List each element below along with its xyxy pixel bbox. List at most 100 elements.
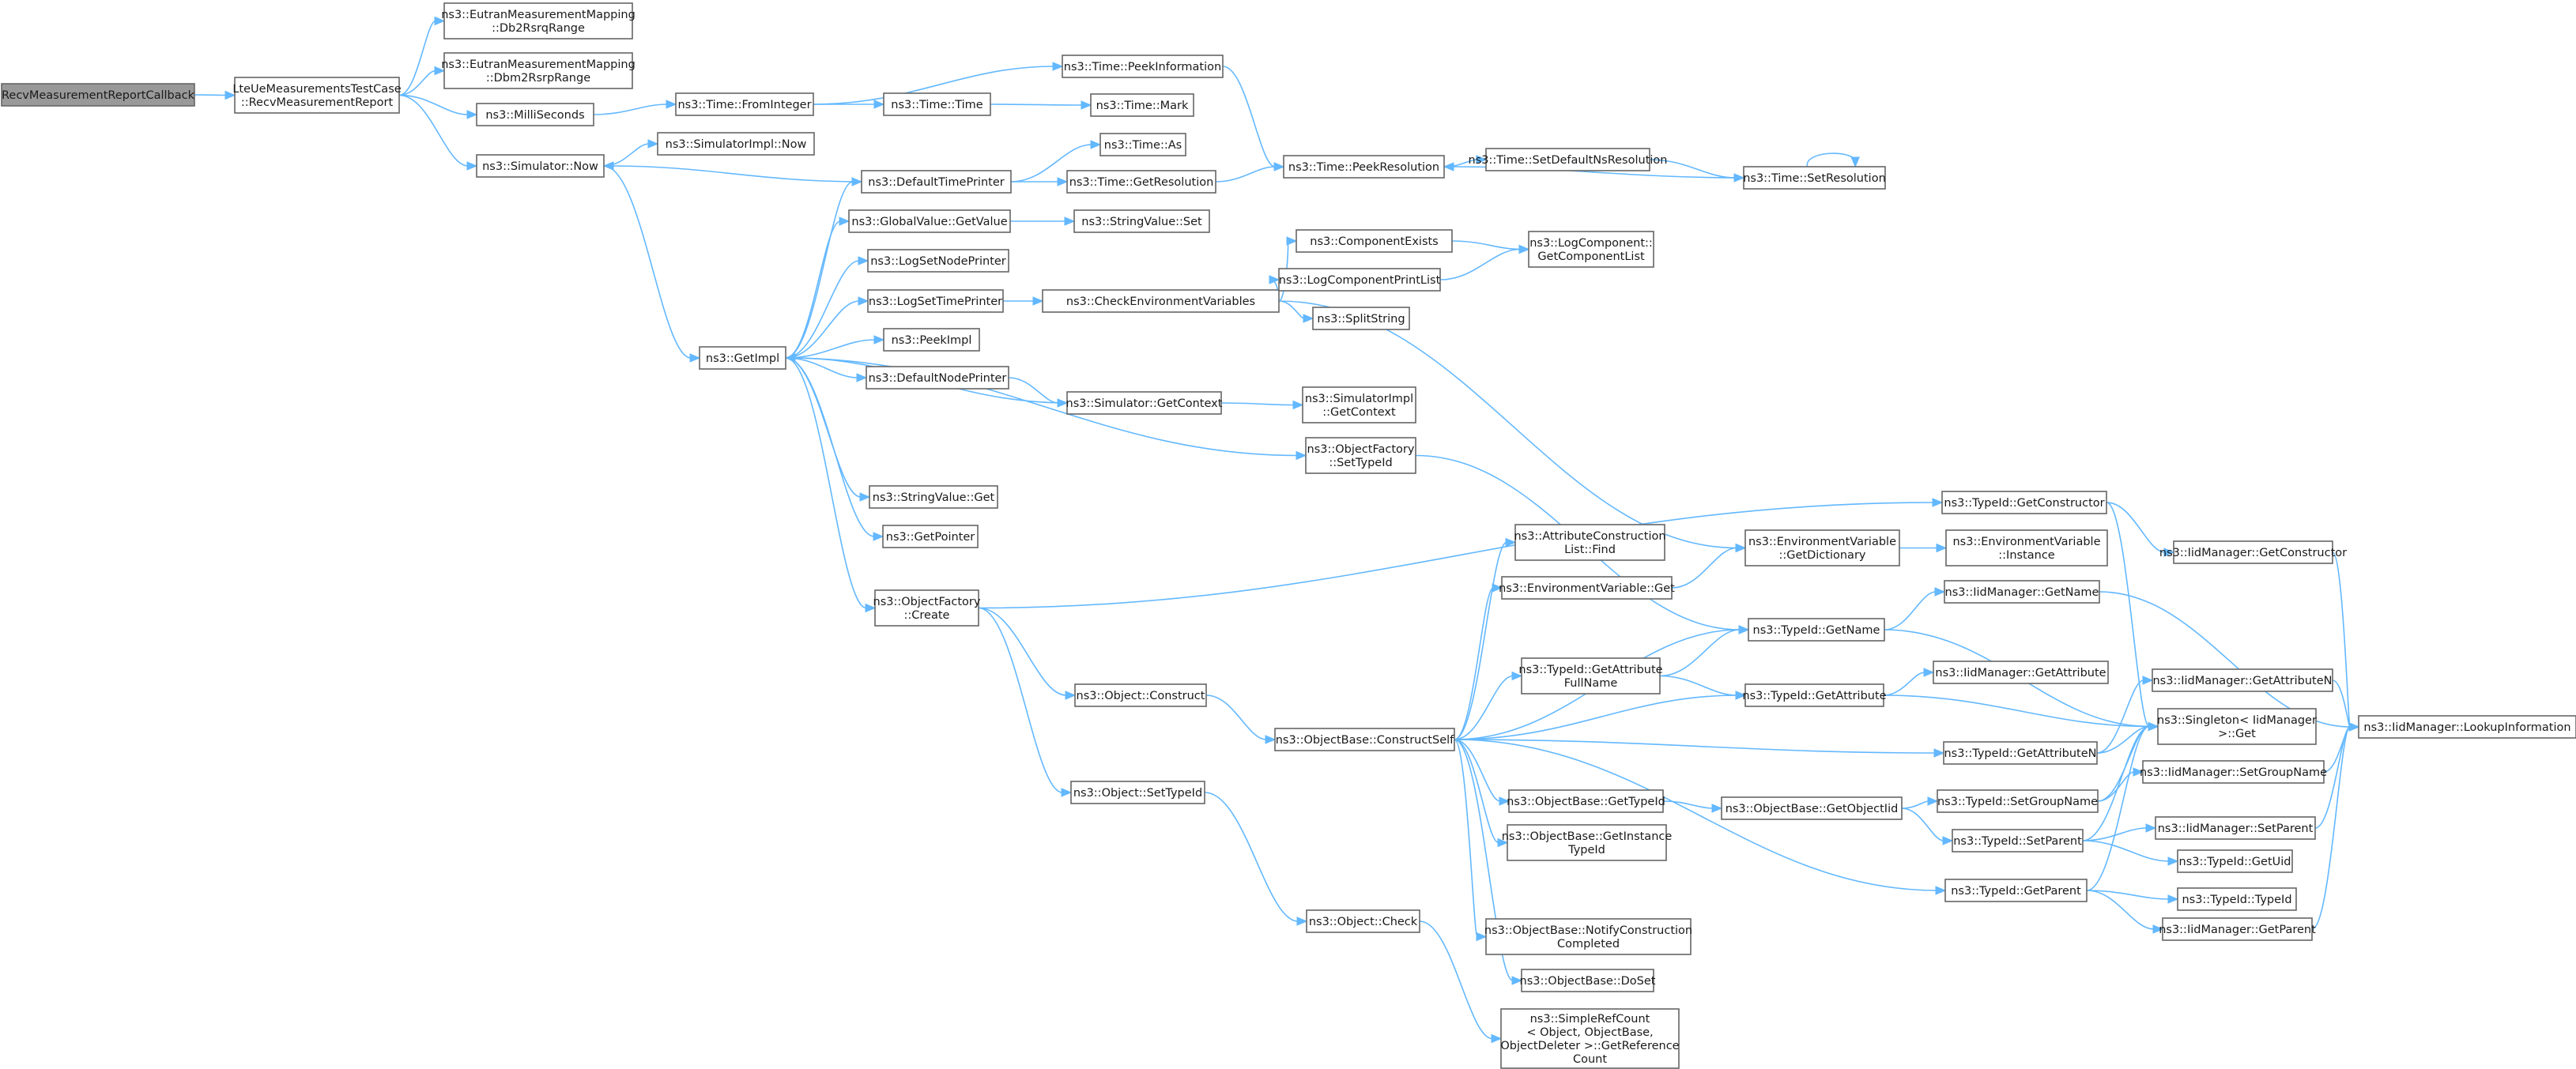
node-obgettypeid[interactable]: ns3::ObjectBase::GetTypeId	[1507, 789, 1665, 813]
node-tidsetgroupname[interactable]: ns3::TypeId::SetGroupName	[1937, 789, 2099, 813]
node-tidsetparent[interactable]: ns3::TypeId::SetParent	[1952, 829, 2084, 853]
node-envget[interactable]: ns3::EnvironmentVariable::Get	[1499, 576, 1675, 600]
node-svset[interactable]: ns3::StringValue::Set	[1073, 209, 1210, 233]
node-milli[interactable]: ns3::MilliSeconds	[476, 103, 594, 126]
node-timemark[interactable]: ns3::Time::Mark	[1090, 93, 1194, 117]
edge-tidgetattrn-to-iidgetattrn	[2096, 676, 2154, 754]
node-obgetobjectiid[interactable]: ns3::ObjectBase::GetObjectIid	[1721, 796, 1903, 820]
node-tidgetctor[interactable]: ns3::TypeId::GetConstructor	[1941, 491, 2107, 514]
node-logcompprint[interactable]: ns3::LogComponentPrintList	[1278, 268, 1441, 292]
node-recv[interactable]: LteUeMeasurementsTestCase::RecvMeasureme…	[232, 77, 402, 114]
node-logtimeprinter[interactable]: ns3::LogSetTimePrinter	[867, 289, 1004, 313]
node-defnodeprinter[interactable]: ns3::DefaultNodePrinter	[866, 366, 1009, 390]
edge-line	[1451, 240, 1521, 250]
node-obsettypeid[interactable]: ns3::Object::SetTypeId	[1070, 781, 1205, 804]
node-singleton[interactable]: ns3::Singleton< IidManager>::Get	[2157, 708, 2317, 745]
node-tidtypeid[interactable]: ns3::TypeId::TypeId	[2177, 887, 2297, 911]
edge-line	[978, 607, 1067, 696]
edge-line	[1901, 800, 1929, 809]
node-obconstructself[interactable]: ns3::ObjectBase::ConstructSelf	[1274, 728, 1455, 751]
node-obdoset[interactable]: ns3::ObjectBase::DoSet	[1520, 969, 1656, 992]
node-tidgetattrn[interactable]: ns3::TypeId::GetAttributeN	[1943, 741, 2098, 765]
edge-line	[1454, 739, 1936, 754]
node-peekres[interactable]: ns3::Time::PeekResolution	[1283, 155, 1445, 179]
node-objcheck[interactable]: ns3::Object::Check	[1306, 909, 1420, 933]
node-splitstring[interactable]: ns3::SplitString	[1312, 307, 1410, 330]
node-iidgetctor[interactable]: ns3::IidManager::GetConstructor	[2159, 540, 2347, 564]
node-tidgetattr[interactable]: ns3::TypeId::GetAttribute	[1742, 683, 1887, 707]
node-logcomplist[interactable]: ns3::LogComponent::GetComponentList	[1528, 231, 1654, 268]
node-iidsetparent[interactable]: ns3::IidManager::SetParent	[2155, 816, 2316, 840]
node-simplerefcount[interactable]: ns3::SimpleRefCount< Object, ObjectBase,…	[1500, 1008, 1680, 1069]
node-iidgetname[interactable]: ns3::IidManager::GetName	[1944, 580, 2100, 604]
node-dbm2rsrp[interactable]: ns3::EutranMeasurementMapping::Dbm2RsrpR…	[441, 52, 636, 89]
node-db2rsrq[interactable]: ns3::EutranMeasurementMapping::Db2RsrqRa…	[441, 2, 636, 40]
node-tidgetuid[interactable]: ns3::TypeId::GetUid	[2177, 849, 2293, 873]
node-iidsetgroupname[interactable]: ns3::IidManager::SetGroupName	[2140, 760, 2327, 784]
node-setres[interactable]: ns3::Time::SetResolution	[1743, 166, 1886, 190]
edge-arrowhead	[1735, 691, 1747, 700]
node-ofcreate[interactable]: ns3::ObjectFactory::Create	[873, 589, 981, 627]
node-deftimeprinter[interactable]: ns3::DefaultTimePrinter	[861, 170, 1012, 194]
node-label: ns3::TypeId::GetUid	[2179, 856, 2291, 868]
node-obnotify[interactable]: ns3::ObjectBase::NotifyConstructionCompl…	[1484, 918, 1692, 955]
edge-arrowhead	[434, 66, 446, 76]
node-root[interactable]: RecvMeasurementReportCallback	[1, 83, 195, 107]
node-box	[867, 249, 1009, 273]
node-timeas[interactable]: ns3::Time::As	[1099, 133, 1186, 156]
node-simimplnow[interactable]: ns3::SimulatorImpl::Now	[657, 132, 815, 156]
node-peekinfo[interactable]: ns3::Time::PeekInformation	[1062, 55, 1224, 78]
edge-arrowhead	[858, 256, 869, 265]
node-objconstruct[interactable]: ns3::Object::Construct	[1074, 683, 1207, 707]
node-box	[2157, 708, 2317, 745]
node-box	[1744, 683, 1884, 707]
node-simnow[interactable]: ns3::Simulator::Now	[476, 154, 605, 178]
node-envinstance[interactable]: ns3::EnvironmentVariable::Instance	[1945, 529, 2108, 566]
edge-arrowhead	[873, 532, 884, 541]
node-setdefns[interactable]: ns3::Time::SetDefaultNsResolution	[1469, 148, 1668, 171]
node-label: ns3::ObjectBase::GetTypeId	[1507, 796, 1665, 808]
node-lookupinfo[interactable]: ns3::IidManager::LookupInformation	[2358, 715, 2576, 739]
node-checkenv[interactable]: ns3::CheckEnvironmentVariables	[1042, 289, 1280, 313]
edge-peekinfo-to-peekres	[1222, 66, 1285, 171]
node-compexists[interactable]: ns3::ComponentExists	[1296, 229, 1453, 253]
node-label: FullName	[1564, 677, 1618, 690]
edge-getimpl-to-peekimpl	[785, 335, 885, 359]
node-label: ns3::TypeId::SetGroupName	[1937, 796, 2098, 808]
node-peekimpl[interactable]: ns3::PeekImpl	[883, 328, 980, 352]
node-timetime[interactable]: ns3::Time::Time	[883, 92, 991, 116]
edge-deftimeprinter-to-getresolution	[1010, 177, 1069, 186]
node-getimpl[interactable]: ns3::GetImpl	[699, 346, 786, 370]
edge-arrowhead	[602, 161, 614, 171]
node-simimplgetcontext[interactable]: ns3::SimulatorImpl::GetContext	[1302, 386, 1416, 423]
edge-line	[593, 104, 668, 115]
edge-line	[1659, 629, 1741, 677]
node-iidgetparent[interactable]: ns3::IidManager::GetParent	[2159, 917, 2316, 941]
node-getpointer[interactable]: ns3::GetPointer	[882, 525, 979, 548]
node-envgetdict[interactable]: ns3::EnvironmentVariable::GetDictionary	[1744, 529, 1900, 566]
node-frominteger[interactable]: ns3::Time::FromInteger	[675, 92, 814, 116]
edge-arrowhead	[784, 353, 796, 363]
node-simgetcontext[interactable]: ns3::Simulator::GetContext	[1066, 391, 1223, 415]
edge-line	[2082, 840, 2170, 862]
edge-arrowhead	[1505, 537, 1517, 548]
node-ofsettypeid[interactable]: ns3::ObjectFactory::SetTypeId	[1305, 437, 1416, 474]
edge-getimpl-to-logtimeprinter	[785, 296, 869, 359]
node-gvgetvalue[interactable]: ns3::GlobalValue::GetValue	[848, 209, 1011, 233]
node-iidgetattrn[interactable]: ns3::IidManager::GetAttributeN	[2152, 668, 2333, 692]
node-box	[1070, 781, 1205, 804]
node-iidgetattr[interactable]: ns3::IidManager::GetAttribute	[1933, 661, 2109, 684]
node-lognodeprinter[interactable]: ns3::LogSetNodePrinter	[867, 249, 1009, 273]
node-getresolution[interactable]: ns3::Time::GetResolution	[1066, 170, 1216, 194]
node-label: ns3::TypeId::GetConstructor	[1944, 497, 2104, 510]
node-tidgetname[interactable]: ns3::TypeId::GetName	[1748, 618, 1885, 642]
node-box	[2358, 715, 2576, 739]
node-svget[interactable]: ns3::StringValue::Get	[869, 485, 998, 509]
edge-arrowhead	[1064, 216, 1076, 226]
node-box	[1501, 576, 1673, 600]
edge-arrowhead	[2145, 823, 2157, 833]
node-tidgetparent[interactable]: ns3::TypeId::GetParent	[1944, 879, 2088, 902]
